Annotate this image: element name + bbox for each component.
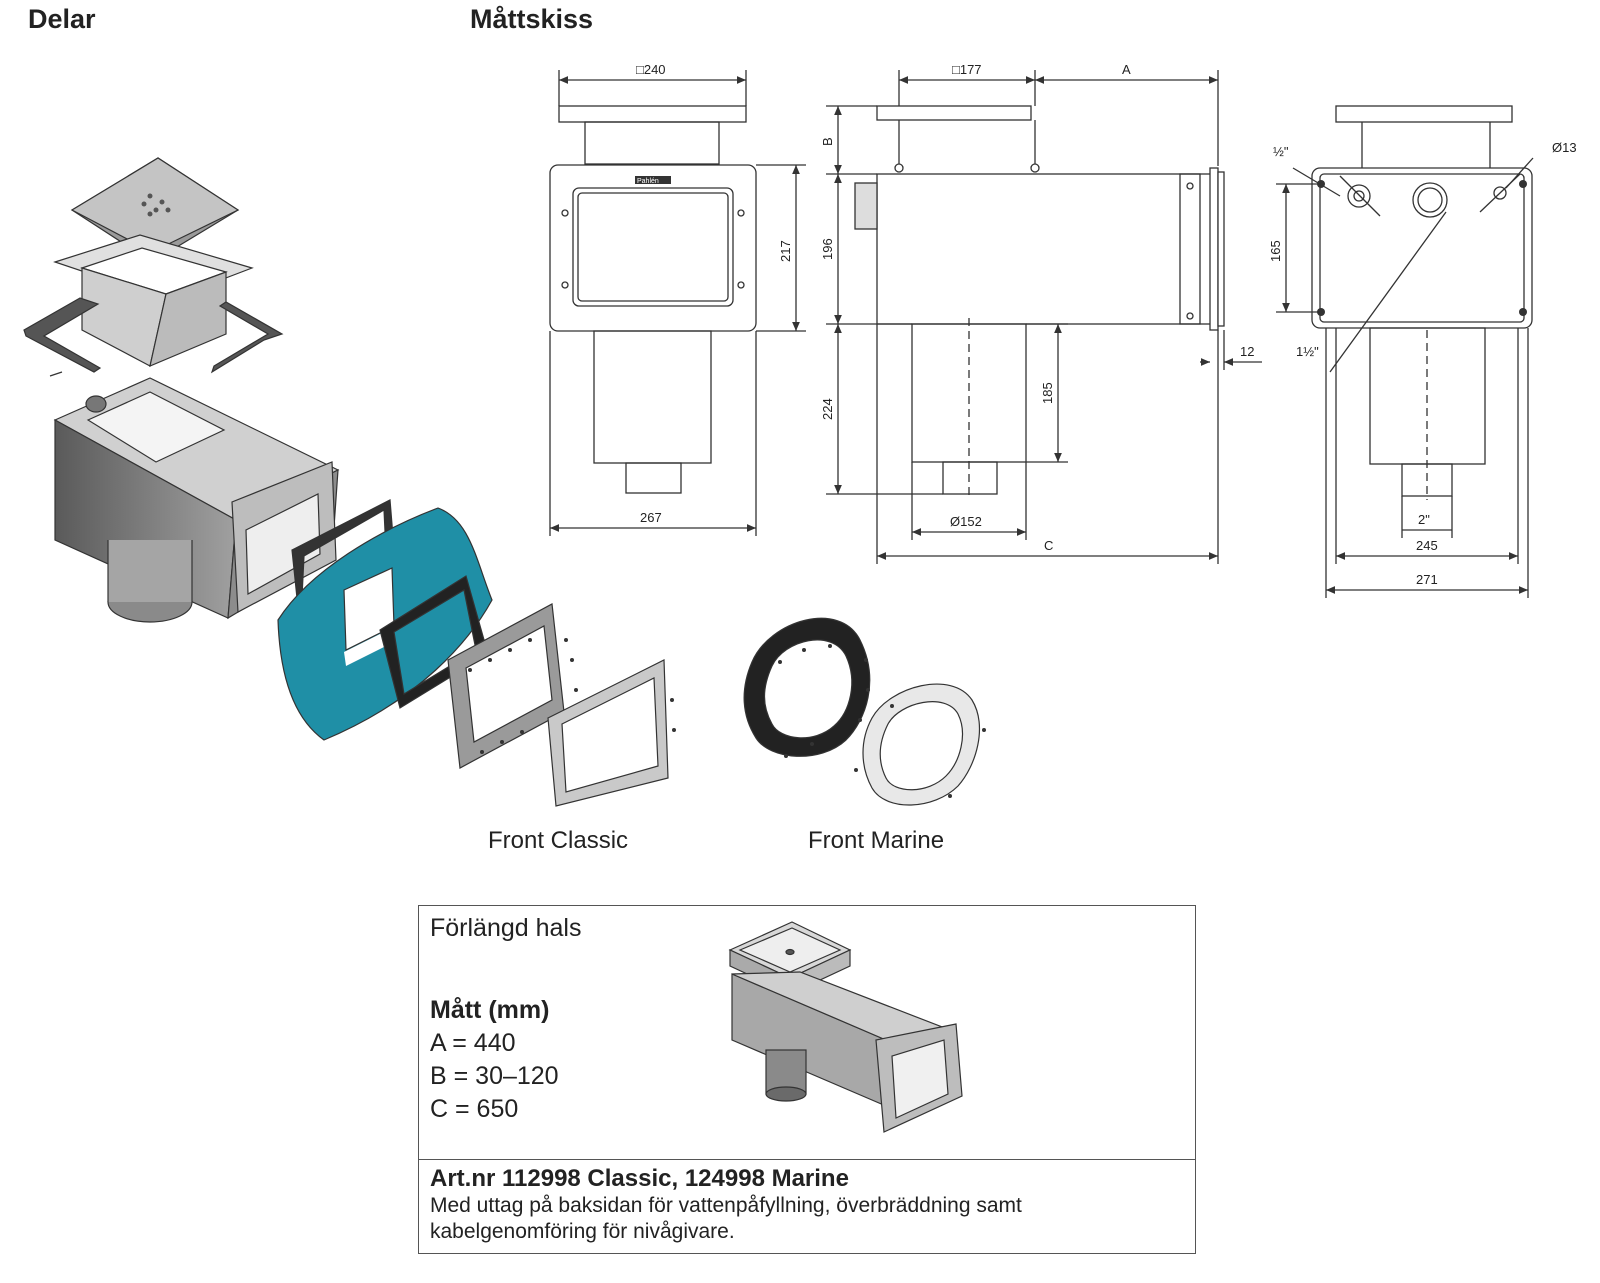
dim-back-half-inch: ½": [1273, 144, 1289, 159]
front-classic-parts: [447, 603, 676, 807]
caption-front-classic: Front Classic: [488, 827, 628, 854]
measure-c: C = 650: [430, 1095, 519, 1123]
dim-a: A: [1122, 62, 1131, 77]
skimmer-collar: [53, 234, 254, 368]
extended-neck-illustration: [728, 921, 963, 1133]
article-panel: Art.nr 112998 Classic, 124998 Marine Med…: [430, 1165, 1170, 1245]
brand-label-plate: [635, 176, 671, 184]
dim-front-height: 217: [778, 240, 793, 262]
dim-front-width: 267: [640, 510, 662, 525]
side-view-drawing: [826, 70, 1262, 564]
parts-heading: Delar: [28, 4, 96, 34]
skimmer-lid: [70, 157, 240, 263]
info-title: Förlängd hals: [430, 914, 582, 942]
back-view-drawing: [1276, 105, 1534, 598]
brand-label: Pahlén: [637, 178, 659, 185]
measure-a: A = 440: [430, 1029, 516, 1057]
extended-neck-info-box: Förlängd hals Mått (mm) A = 440 B = 30–1…: [418, 905, 1196, 1254]
front-marine-parts: [743, 617, 986, 806]
dim-c: C: [1044, 538, 1053, 553]
extended-neck-panel: Förlängd hals Mått (mm) A = 440 B = 30–1…: [419, 906, 1195, 1160]
dim-pipe-offset: 185: [1040, 382, 1055, 404]
exploded-parts-view: [23, 157, 986, 807]
dim-flange: 12: [1240, 344, 1254, 359]
article-number: Art.nr 112998 Classic, 124998 Marine: [430, 1165, 849, 1192]
measurements-heading: Mått (mm): [430, 996, 550, 1024]
clamp-frame-right: [210, 301, 284, 374]
clamp-frame-left: [23, 297, 102, 373]
dim-pipe-diameter: Ø152: [950, 514, 982, 529]
measure-b: B = 30–120: [430, 1062, 559, 1090]
dim-neck-height: 224: [820, 398, 835, 420]
front-view-drawing: [549, 70, 806, 536]
article-description: Med uttag på baksidan för vattenpåfyllni…: [430, 1194, 1022, 1243]
sketch-heading: Måttskiss: [470, 4, 594, 34]
dim-back-outer-width: 271: [1416, 572, 1438, 587]
skimmer-body: [53, 377, 340, 623]
measurements: Mått (mm) A = 440 B = 30–120 C = 650: [430, 994, 559, 1126]
dim-back-height: 165: [1268, 240, 1283, 262]
dim-back-outlet: 2": [1418, 512, 1430, 527]
dim-back-inner-width: 245: [1416, 538, 1438, 553]
dim-front-top-width: □240: [636, 62, 666, 77]
dim-body-height: 196: [820, 238, 835, 260]
dim-b: B: [820, 137, 835, 146]
dim-back-one-half-inch: 1½": [1296, 344, 1319, 359]
dim-side-top-width: □177: [952, 62, 982, 77]
caption-front-marine: Front Marine: [808, 827, 944, 854]
screw-icon: [49, 371, 63, 377]
dim-back-hole: Ø13: [1552, 140, 1577, 155]
